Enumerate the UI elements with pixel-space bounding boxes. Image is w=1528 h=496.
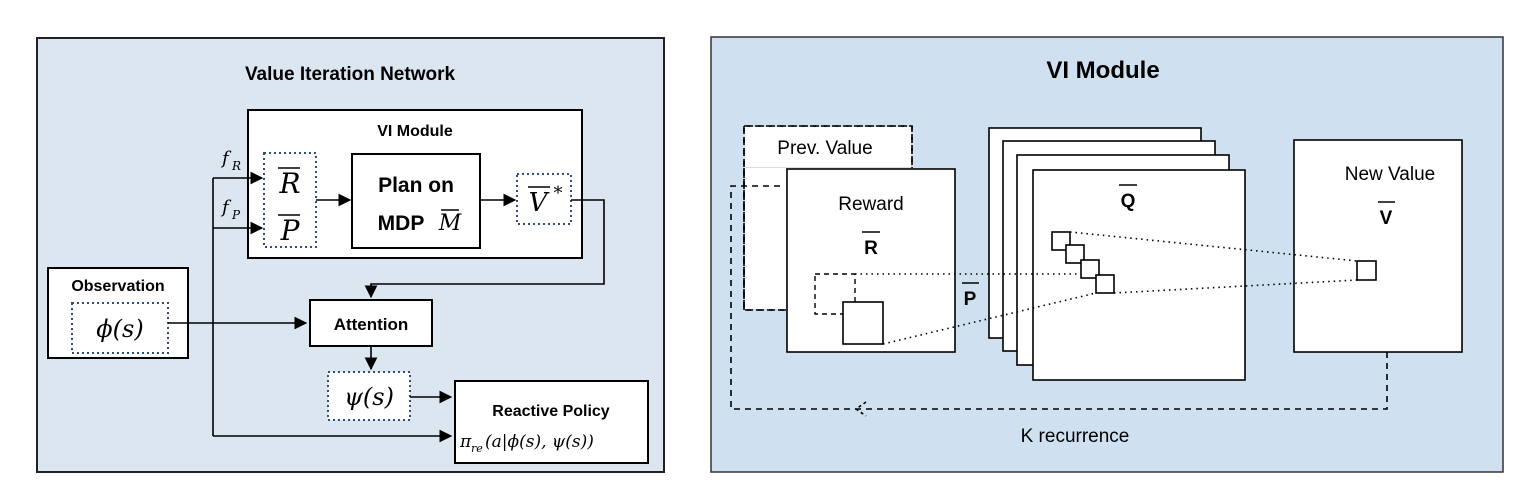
plan-m-symbol: M <box>438 211 462 236</box>
attention-box <box>309 299 433 347</box>
q-layer-4 <box>1032 169 1246 381</box>
vi-module-title: VI Module <box>377 123 453 140</box>
attention-label: Attention <box>334 315 409 334</box>
new-value-v-symbol: V <box>1380 208 1393 229</box>
plan-mdp-box <box>351 153 481 249</box>
k-recurrence-loop <box>730 185 1388 410</box>
v-kernel-square <box>1356 260 1377 281</box>
phi-symbol: ϕ(s) <box>96 315 143 343</box>
left-connectors <box>168 171 605 443</box>
plan-line2: MDP <box>378 212 425 235</box>
q-stack <box>988 127 1246 381</box>
k-recurrence-label: K recurrence <box>1021 426 1130 447</box>
reactive-pi: π <box>459 432 472 452</box>
new-value-box <box>1293 139 1463 353</box>
left-panel-title: Value Iteration Network <box>245 64 456 85</box>
reward-kernel-square <box>842 301 884 345</box>
f-r-sub: R <box>231 159 241 173</box>
reactive-pi-sub: re <box>471 442 483 455</box>
psi-box <box>327 371 411 421</box>
q-kernel-3 <box>1080 259 1100 279</box>
right-panel-title: VI Module <box>1046 57 1159 84</box>
transition-p-symbol: P <box>964 289 977 310</box>
dotted-connectors <box>855 231 1358 345</box>
reward-r-symbol: R <box>864 238 878 259</box>
prev-kernel-square <box>814 273 856 315</box>
q-kernel-4 <box>1095 274 1115 294</box>
reward-label: Reward <box>838 194 903 215</box>
prev-value-label: Prev. Value <box>777 138 872 159</box>
psi-symbol: ψ(s) <box>344 383 394 411</box>
right-panel: VI Module Prev. Value Reward R P Q <box>710 36 1504 473</box>
r-bar-symbol: R <box>278 167 300 200</box>
v-star-symbol: V <box>529 188 550 218</box>
f-p-sub: P <box>231 208 241 222</box>
reactive-formula: (a|ϕ(s), ψ(s)) <box>485 432 594 452</box>
v-star-box <box>516 173 572 225</box>
q-kernel-2 <box>1065 244 1085 264</box>
reactive-policy-title: Reactive Policy <box>492 403 610 420</box>
reactive-policy-box <box>454 380 649 464</box>
k-recurrence-arrowhead <box>854 401 867 417</box>
observation-title: Observation <box>71 278 164 295</box>
v-star-sup: * <box>554 183 563 204</box>
prev-value-outline <box>743 125 913 311</box>
plan-line1: Plan on <box>378 174 454 197</box>
new-value-label: New Value <box>1345 164 1435 185</box>
p-bar-symbol: P <box>280 214 301 247</box>
left-panel: Value Iteration Network VI Module R P Pl… <box>36 37 665 473</box>
q-symbol: Q <box>1121 191 1136 212</box>
v-attention-arrow <box>364 199 605 299</box>
phi-box <box>71 302 169 354</box>
